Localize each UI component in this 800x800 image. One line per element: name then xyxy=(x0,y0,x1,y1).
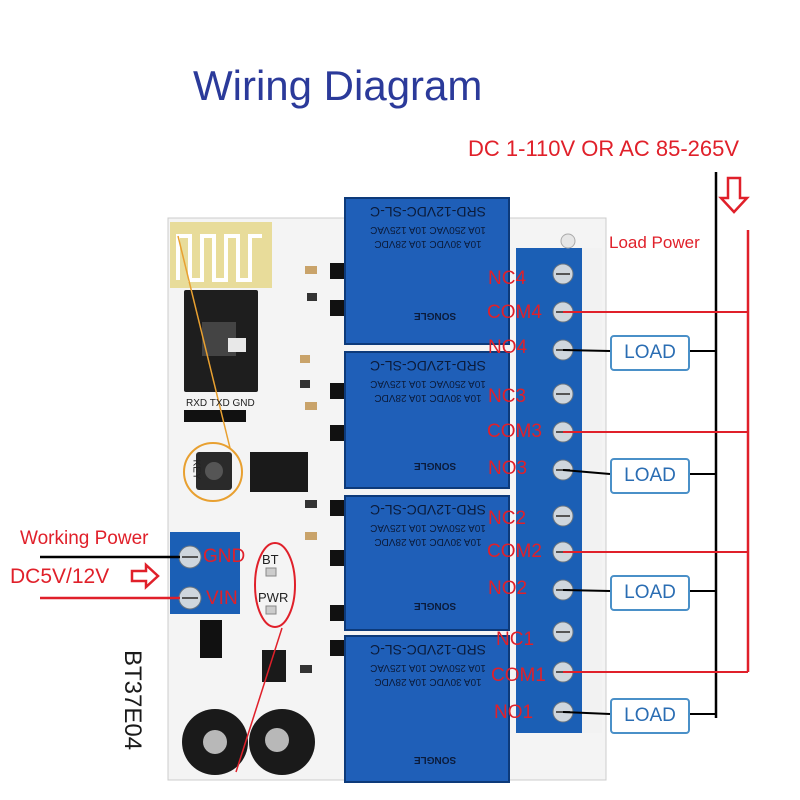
relay-1-model: SRD-12VDC-SL-C xyxy=(370,642,486,658)
capacitor-2-top xyxy=(265,728,289,752)
relay-1-brand: SONGLE xyxy=(413,754,457,765)
terminal-label-com3: COM3 xyxy=(487,421,542,442)
bt-led-label: BT xyxy=(262,552,279,567)
smd-component xyxy=(307,293,317,301)
relay-2-rating-dc: 10A 30VDC 10A 28VDC xyxy=(374,536,482,547)
terminal-label-strip xyxy=(582,248,602,733)
relay-3-model: SRD-12VDC-SL-C xyxy=(370,358,486,374)
no-wire xyxy=(562,589,611,592)
terminal-label-com4: COM4 xyxy=(487,302,542,323)
key-button-cap xyxy=(205,462,223,480)
key-highlight-circle xyxy=(183,442,243,502)
relay-1-rating: 10A 250VAC 10A 125VAC xyxy=(370,662,486,673)
smd-component xyxy=(305,500,317,508)
pwr-led-label: PWR xyxy=(258,590,289,605)
vin-terminal-label: VIN xyxy=(206,588,238,609)
no-wire xyxy=(562,469,611,475)
relay-2-model: SRD-12VDC-SL-C xyxy=(370,502,486,518)
relay-4-brand: SONGLE xyxy=(413,310,457,321)
terminal-label-com1: COM1 xyxy=(491,665,546,686)
load-box-2: LOAD xyxy=(610,575,690,611)
terminal-label-nc1: NC1 xyxy=(496,629,535,650)
no-wire xyxy=(562,349,611,352)
capacitor-1-top xyxy=(203,730,227,754)
load-box-3: LOAD xyxy=(610,458,690,494)
terminal-label-no1: NO1 xyxy=(494,702,534,723)
load-supply-label: DC 1-110V OR AC 85-265V xyxy=(468,136,740,161)
smd-component xyxy=(300,380,310,388)
transistor xyxy=(330,640,344,656)
relay-3-rating: 10A 250VAC 10A 125VAC xyxy=(370,378,486,389)
transistor xyxy=(330,383,344,399)
terminal-label-com2: COM2 xyxy=(487,541,542,562)
antenna-trace xyxy=(176,234,262,282)
relay-3-brand: SONGLE xyxy=(413,460,457,471)
smd-component xyxy=(300,665,312,673)
relay-3-rating-dc: 10A 30VDC 10A 28VDC xyxy=(374,392,482,403)
transistor xyxy=(330,605,344,621)
load-box-4: LOAD xyxy=(610,335,690,371)
relay-2-rating: 10A 250VAC 10A 125VAC xyxy=(370,522,486,533)
terminal-label-nc3: NC3 xyxy=(488,386,527,407)
relay-2 xyxy=(344,495,510,631)
gnd-terminal-label: GND xyxy=(203,546,246,567)
key-label: KEY xyxy=(190,459,202,480)
working-power-label: Working Power xyxy=(20,528,149,549)
relay-4-rating: 10A 250VAC 10A 125VAC xyxy=(370,224,486,235)
output-terminal-block xyxy=(516,248,582,733)
terminal-label-no4: NO4 xyxy=(488,337,528,358)
smd-component xyxy=(300,355,310,363)
relay-4-rating-dc: 10A 30VDC 10A 28VDC xyxy=(374,238,482,249)
wires xyxy=(40,172,750,773)
terminal-label-nc4: NC4 xyxy=(488,268,527,289)
terminal-label-nc2: NC2 xyxy=(488,508,527,529)
module-model-label: BT37E04 xyxy=(119,650,146,751)
ic-chip xyxy=(250,452,308,492)
transistor xyxy=(330,550,344,566)
smd-component xyxy=(305,532,317,540)
transistor xyxy=(330,425,344,441)
load-power-arrow xyxy=(718,176,750,214)
relay-2-brand: SONGLE xyxy=(413,600,457,611)
transistor xyxy=(330,300,344,316)
led-pointer-line xyxy=(235,627,283,773)
relay-3 xyxy=(344,351,510,489)
load-power-label: Load Power xyxy=(609,233,700,252)
transistor xyxy=(330,500,344,516)
pin-header xyxy=(184,410,246,422)
terminal-screws xyxy=(552,263,574,723)
diode xyxy=(200,620,222,658)
relay-4 xyxy=(344,197,510,345)
terminal-label-no2: NO2 xyxy=(488,578,528,599)
mounting-hole xyxy=(560,233,576,249)
input-voltage-label: DC5V/12V xyxy=(10,565,110,588)
page-title: Wiring Diagram xyxy=(193,62,483,109)
smd-component xyxy=(305,266,317,274)
terminal-label-no3: NO3 xyxy=(488,458,528,479)
input-power-arrow xyxy=(130,562,160,590)
transistor xyxy=(330,263,344,279)
led-highlight-ellipse xyxy=(254,542,296,628)
antenna-area xyxy=(170,222,272,288)
smd-component xyxy=(305,402,317,410)
key-pointer-line xyxy=(177,235,231,449)
header-connector xyxy=(228,338,246,352)
relay-1 xyxy=(344,635,510,783)
header-pins-label: RXD TXD GND xyxy=(186,398,255,409)
relay-4-model: SRD-12VDC-SL-C xyxy=(370,204,486,220)
bt-led xyxy=(265,567,277,577)
relay-1-rating-dc: 10A 30VDC 10A 28VDC xyxy=(374,676,482,687)
load-box-1: LOAD xyxy=(610,698,690,734)
no-wire xyxy=(562,711,611,715)
pwr-led xyxy=(265,605,277,615)
